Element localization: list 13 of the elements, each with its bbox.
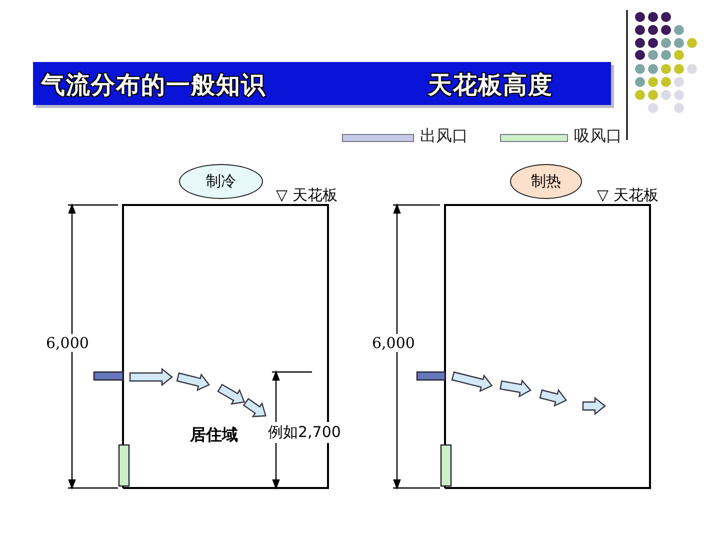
- dimension-label: 例如2,700: [268, 422, 341, 443]
- ceiling-label: ▽ 天花板: [276, 186, 338, 205]
- title-text: 气流分布的一般知识: [41, 70, 266, 101]
- mode-oval: 制冷: [179, 164, 263, 199]
- title-text: 天花板高度: [428, 70, 553, 101]
- title-band: [33, 62, 611, 105]
- dimension-label: 6,000: [46, 334, 89, 352]
- zone-label: 居住域: [190, 425, 238, 446]
- dimension-label: 6,000: [372, 334, 415, 352]
- ceiling-label: ▽ 天花板: [597, 186, 658, 205]
- legend-label: 出风口: [420, 126, 468, 147]
- legend-label: 吸风口: [574, 126, 622, 147]
- mode-oval: 制热: [510, 164, 582, 199]
